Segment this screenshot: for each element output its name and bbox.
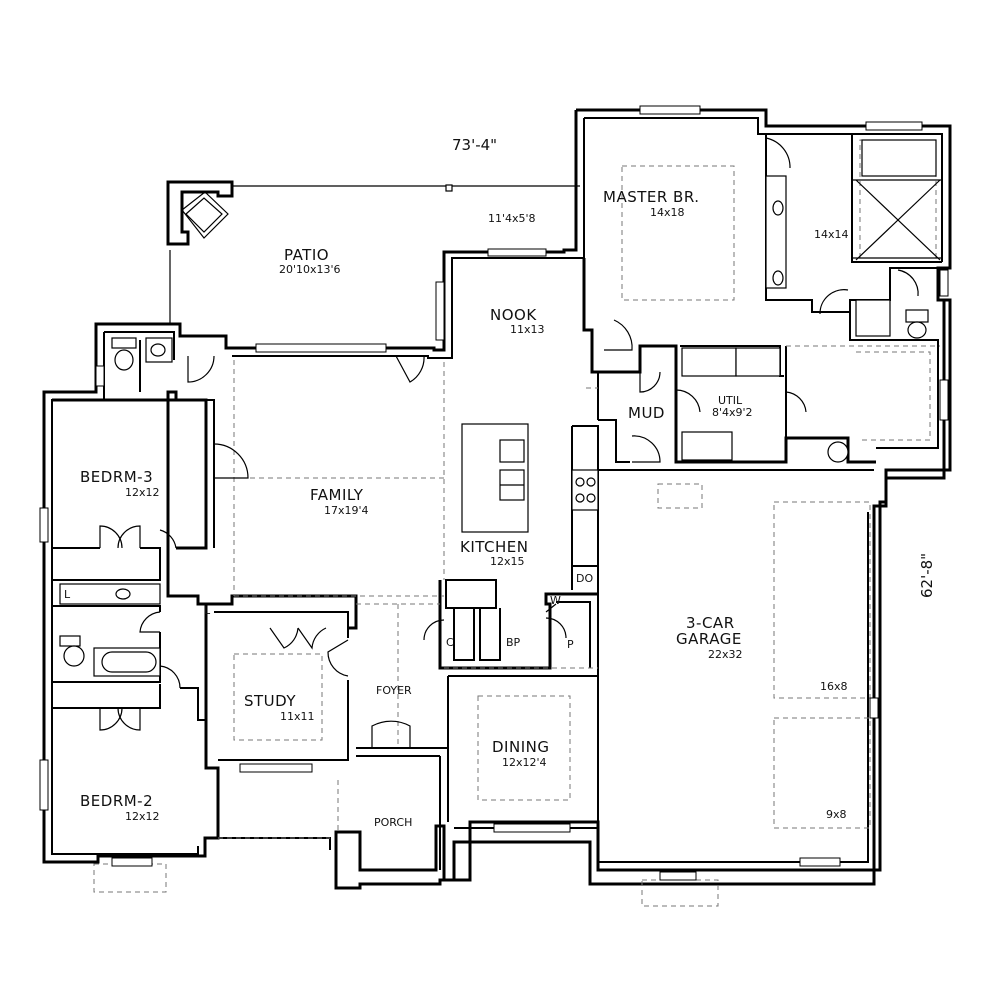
garage-size: 22x32 — [708, 648, 743, 661]
garage-door1-size: 16x8 — [820, 680, 848, 693]
dashed-lines — [93, 139, 940, 907]
bedroom3-name: BEDRM-3 — [80, 468, 153, 486]
tag-do: DO — [576, 572, 593, 585]
patio-name: PATIO — [284, 246, 329, 264]
bedroom2-name: BEDRM-2 — [80, 792, 153, 810]
tag-w: W — [550, 594, 561, 607]
nook-size: 11x13 — [510, 323, 545, 336]
util-name: UTIL — [718, 394, 743, 407]
garage-door2-size: 9x8 — [826, 808, 847, 821]
study-name: STUDY — [244, 692, 296, 710]
dimensions: 73'-4" 62'-8" — [452, 136, 936, 598]
fixtures — [59, 139, 942, 677]
patio-size: 20'10x13'6 — [279, 263, 341, 276]
small-tags: DO BP P C L L W — [64, 572, 593, 651]
family-size: 17x19'4 — [324, 504, 369, 517]
dining-size: 12x12'4 — [502, 756, 547, 769]
garage-name-2: GARAGE — [676, 630, 742, 648]
family-name: FAMILY — [310, 486, 364, 504]
bedroom2-size: 12x12 — [125, 810, 160, 823]
master-bath-size: 14x14 — [814, 228, 849, 241]
bedroom3-size: 12x12 — [125, 486, 160, 499]
tag-closet: C — [446, 636, 454, 649]
mud-name: MUD — [628, 404, 665, 422]
foyer-name: FOYER — [376, 684, 412, 697]
room-labels: MASTER BR. 14x18 14x14 11'4x5'8 PATIO 20… — [80, 188, 849, 829]
patio-ext-size: 11'4x5'8 — [488, 212, 536, 225]
porch-name: PORCH — [374, 816, 412, 829]
kitchen-name: KITCHEN — [460, 538, 529, 556]
kitchen-size: 12x15 — [490, 555, 525, 568]
study-size: 11x11 — [280, 710, 315, 723]
overall-depth: 62'-8" — [918, 553, 936, 598]
nook-name: NOOK — [490, 306, 537, 324]
windows — [39, 105, 949, 881]
dining-name: DINING — [492, 738, 549, 756]
patio-fireplace — [166, 180, 234, 246]
util-size: 8'4x9'2 — [712, 406, 753, 419]
garage-name-1: 3-CAR — [686, 614, 735, 632]
patio-outline — [169, 184, 580, 325]
tag-linen-study: L — [204, 604, 211, 617]
tag-linen-bath: L — [64, 588, 71, 601]
tag-bp: BP — [506, 636, 521, 649]
overall-width: 73'-4" — [452, 136, 497, 154]
master-name: MASTER BR. — [603, 188, 700, 206]
master-size: 14x18 — [650, 206, 685, 219]
doors — [99, 137, 919, 748]
tag-pantry: P — [567, 638, 574, 651]
